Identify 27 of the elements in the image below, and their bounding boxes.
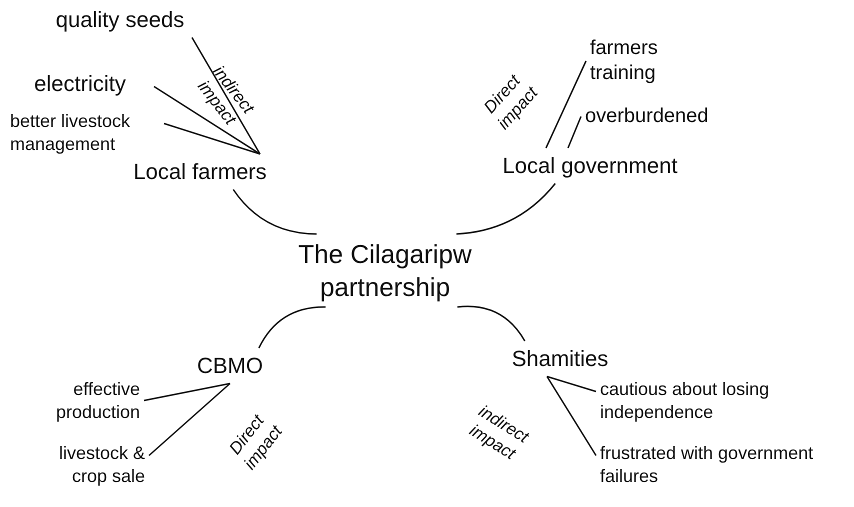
topic-text: frustrated with government failures — [600, 442, 830, 487]
connector-line — [545, 60, 587, 148]
topic-text: livestock & crop sale — [25, 442, 145, 487]
topic-text: effective production — [25, 378, 140, 423]
topic-text: cautious about losing independence — [600, 378, 830, 423]
topic-text: Local government — [480, 152, 700, 180]
topic-text: Shamities — [495, 345, 625, 372]
topic-text: electricity — [10, 70, 150, 98]
connector-line — [456, 183, 556, 235]
topic-text: better livestock management — [10, 110, 160, 155]
connector-line — [154, 86, 260, 155]
topic-text: farmers training — [590, 36, 700, 86]
connector-line — [546, 376, 597, 456]
connector-line — [546, 376, 596, 392]
connector-line — [191, 37, 261, 154]
connector-line — [258, 306, 326, 348]
connector-line — [567, 116, 582, 148]
connector-line — [148, 382, 230, 456]
connector-line — [457, 306, 526, 342]
connector-line — [164, 122, 260, 155]
connector-line — [232, 189, 317, 235]
connector-line — [144, 382, 230, 402]
topic-text: Local farmers — [100, 158, 300, 186]
topic-text: overburdened — [585, 104, 735, 129]
topic-text: quality seeds — [30, 6, 210, 34]
topic-text: CBMO — [190, 352, 270, 380]
central-topic: The Cilagaripw partnership — [285, 238, 485, 303]
